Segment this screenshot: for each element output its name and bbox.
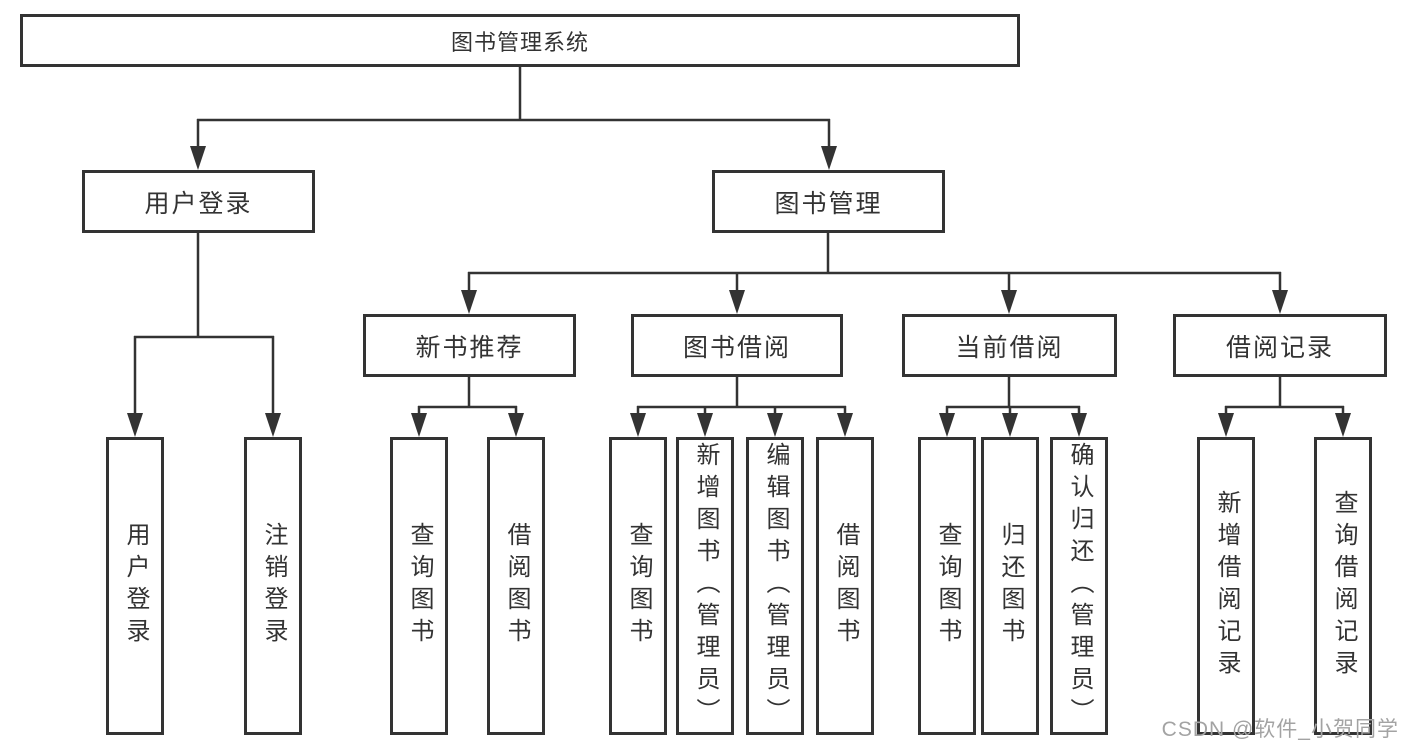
node-label: 编辑图书（管理员） (762, 442, 789, 730)
leaf-query-borrow-record: 查询借阅记录 (1314, 437, 1372, 735)
leaf-query-books: 查询图书 (390, 437, 448, 735)
node-label: 借阅图书 (832, 522, 859, 650)
node-user-login: 用户登录 (82, 170, 315, 233)
leaf-borrow-books: 借阅图书 (487, 437, 545, 735)
leaf-borrow-books: 借阅图书 (816, 437, 874, 735)
node-label: 新增借阅记录 (1213, 490, 1240, 682)
leaf-return-books: 归还图书 (981, 437, 1039, 735)
node-label: 查询图书 (406, 522, 433, 650)
node-book-management-system: 图书管理系统 (20, 14, 1020, 67)
leaf-edit-book-admin: 编辑图书（管理员） (746, 437, 804, 735)
node-label: 归还图书 (997, 522, 1024, 650)
leaf-user-login: 用户登录 (106, 437, 164, 735)
node-book-management: 图书管理 (712, 170, 945, 233)
node-book-borrowing: 图书借阅 (631, 314, 843, 377)
node-label: 用户登录 (144, 189, 253, 218)
node-borrowing-records: 借阅记录 (1173, 314, 1387, 377)
node-new-book-recommend: 新书推荐 (363, 314, 576, 377)
node-label: 新书推荐 (415, 333, 524, 362)
node-label: 查询图书 (625, 522, 652, 650)
node-label: 借阅记录 (1225, 333, 1334, 362)
leaf-query-books: 查询图书 (609, 437, 667, 735)
node-label: 新增图书（管理员） (692, 442, 719, 730)
node-label: 借阅图书 (503, 522, 530, 650)
node-label: 注销登录 (260, 522, 287, 650)
node-label: 图书管理 (774, 189, 883, 218)
node-label: 用户登录 (122, 522, 149, 650)
csdn-watermark: CSDN @软件_小贺同学 (1161, 718, 1399, 741)
leaf-confirm-return-admin: 确认归还（管理员） (1050, 437, 1108, 735)
node-label: 当前借阅 (955, 333, 1064, 362)
node-label: 图书管理系统 (450, 29, 589, 55)
leaf-add-book-admin: 新增图书（管理员） (676, 437, 734, 735)
leaf-query-books: 查询图书 (918, 437, 976, 735)
node-label: 图书借阅 (682, 333, 791, 362)
node-label: 查询借阅记录 (1330, 490, 1357, 682)
node-label: 查询图书 (934, 522, 961, 650)
node-current-borrowing: 当前借阅 (902, 314, 1117, 377)
leaf-add-borrow-record: 新增借阅记录 (1197, 437, 1255, 735)
leaf-logout: 注销登录 (244, 437, 302, 735)
node-label: 确认归还（管理员） (1066, 442, 1093, 730)
